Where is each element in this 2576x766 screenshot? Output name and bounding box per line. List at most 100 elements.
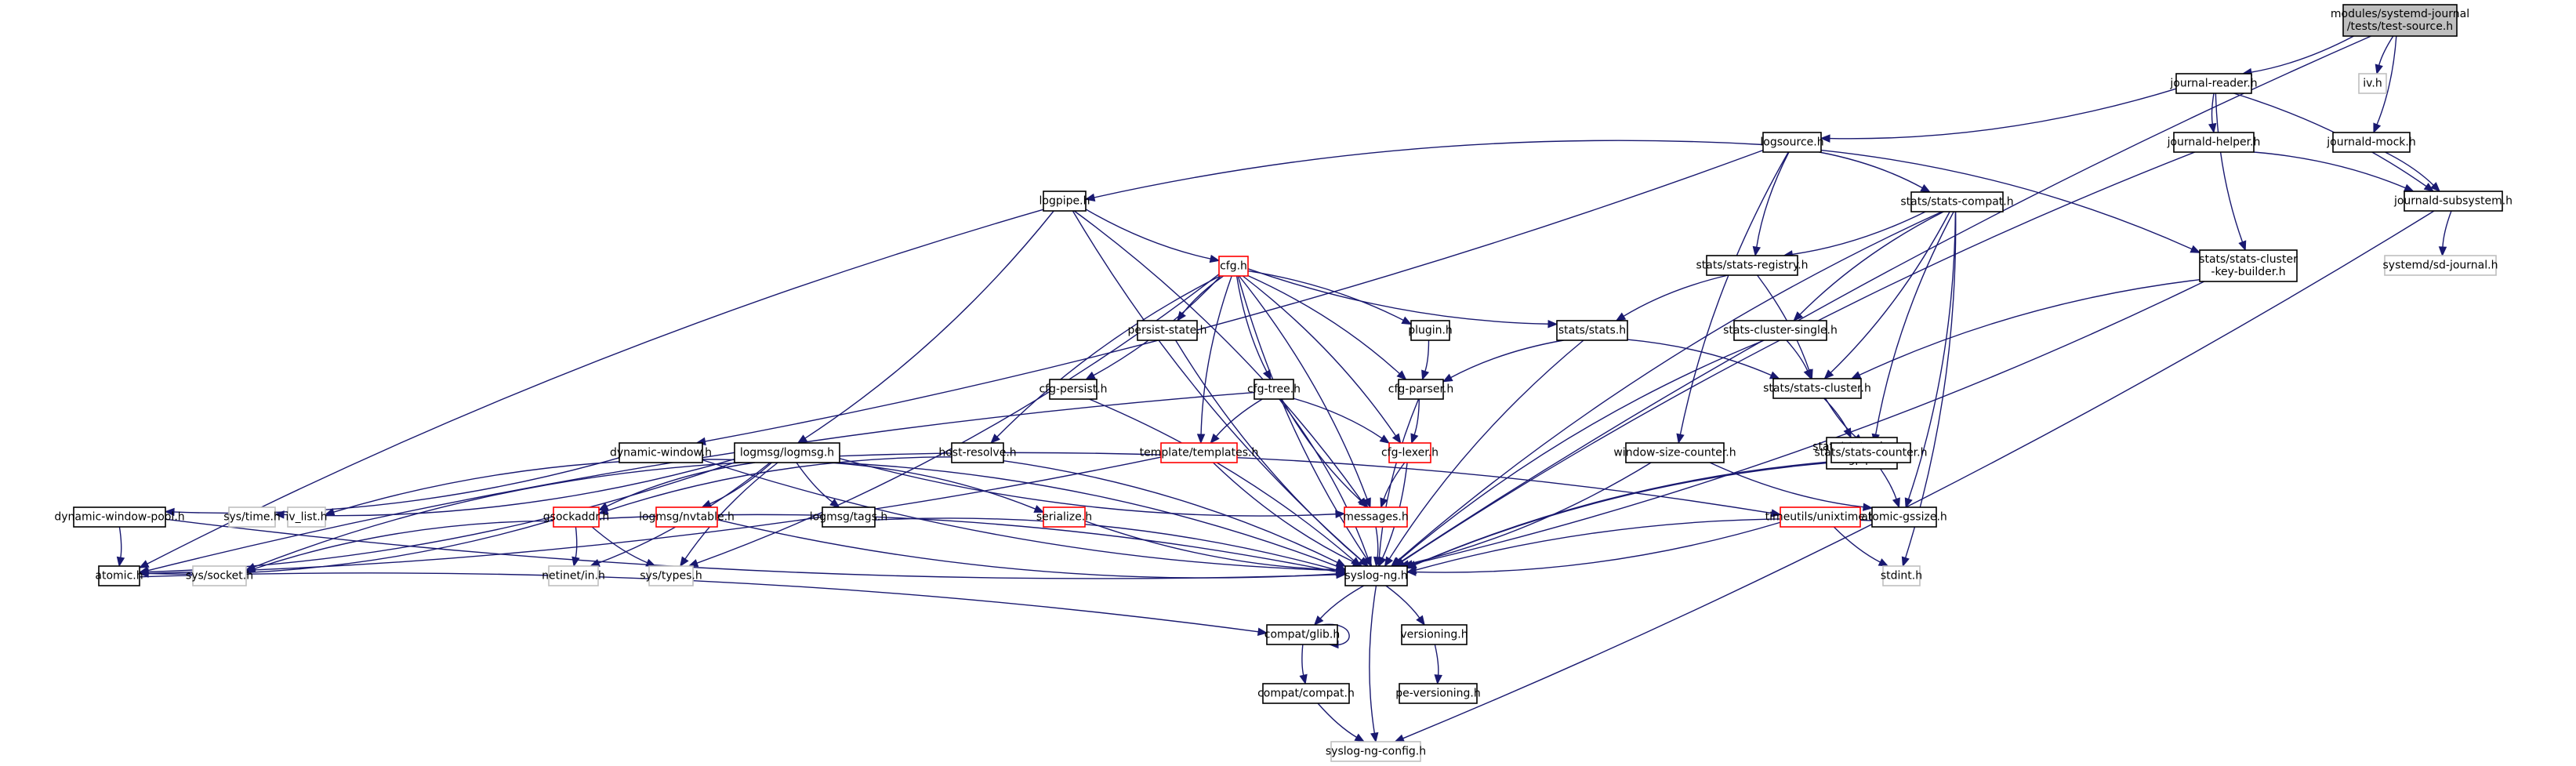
node-stats-cluster[interactable]: stats/stats-cluster.h xyxy=(1763,378,1871,399)
node-box xyxy=(548,565,599,586)
node-box xyxy=(951,442,1004,463)
node-nvtable[interactable]: logmsg/nvtable.h xyxy=(639,506,735,528)
node-dynamic-window[interactable]: dynamic-window.h xyxy=(610,442,712,463)
node-stats-cluster-key-builder[interactable]: stats/stats-cluster-key-builder.h xyxy=(2199,249,2298,282)
node-versioning[interactable]: versioning.h xyxy=(1400,624,1468,645)
edge-line xyxy=(1830,211,1950,374)
node-logsource[interactable]: logsource.h xyxy=(1760,132,1824,153)
node-pe-versioning[interactable]: pe-versioning.h xyxy=(1395,683,1481,704)
edge-cfg-to-messages xyxy=(1239,275,1371,509)
node-label: pe-versioning.h xyxy=(1395,688,1480,700)
node-tags[interactable]: logmsg/tags.h xyxy=(810,506,887,528)
edge-line xyxy=(1378,398,1420,559)
edge-line xyxy=(1874,211,1954,436)
edge-line xyxy=(2211,93,2215,125)
edge-line xyxy=(1622,274,1729,318)
edge-line xyxy=(1369,585,1377,735)
node-journald-subsystem[interactable]: journald-subsystem.h xyxy=(2393,191,2513,212)
edge-window-size-counter-to-atomic-gssize xyxy=(1709,462,1874,511)
edge-line xyxy=(1400,35,2371,563)
node-syslog-ng[interactable]: syslog-ng.h xyxy=(1344,565,1408,586)
node-logpipe[interactable]: logpipe.h xyxy=(1039,191,1090,212)
edge-stats-cluster-to-stats-cluster-logpipe xyxy=(1823,398,1852,439)
node-iv[interactable]: iv.h xyxy=(2358,73,2387,94)
edge-line xyxy=(1414,521,1781,573)
arrowhead-icon xyxy=(1878,558,1889,567)
node-atomic-gssize[interactable]: atomic-gssize.h xyxy=(1861,506,1947,528)
node-sys-socket[interactable]: sys/socket.h xyxy=(186,565,253,586)
edge-line xyxy=(1319,585,1365,620)
edge-line xyxy=(1385,585,1420,619)
node-messages[interactable]: messages.h xyxy=(1343,506,1409,528)
node-syslog-ng-config[interactable]: syslog-ng-config.h xyxy=(1326,741,1426,762)
edge-logmsg-to-sys-time xyxy=(274,458,735,519)
node-cfg-persist[interactable]: cfg-persist.h xyxy=(1039,379,1108,400)
edge-line xyxy=(146,209,1044,565)
node-box xyxy=(1266,624,1338,645)
node-cfg-parser[interactable]: cfg-parser.h xyxy=(1388,379,1454,400)
node-window-size-counter[interactable]: window-size-counter.h xyxy=(1613,442,1736,463)
node-label: stats/stats-compat.h xyxy=(1900,196,2013,209)
arrowhead-icon xyxy=(1379,434,1391,444)
edge-line xyxy=(1413,462,1832,566)
arrowhead-icon xyxy=(2190,245,2201,253)
edge-line xyxy=(1402,210,2435,739)
node-serialize[interactable]: serialize.h xyxy=(1036,506,1092,528)
edge-cfg-to-cfg-tree xyxy=(1235,275,1272,381)
node-sys-types[interactable]: sys/types.h xyxy=(640,565,702,586)
edge-journal-reader-to-journald-helper xyxy=(2208,93,2217,134)
edge-line xyxy=(2378,35,2394,67)
node-plugin[interactable]: plugin.h xyxy=(1408,320,1453,341)
node-host-resolve[interactable]: host-resolve.h xyxy=(938,442,1017,463)
node-test-source[interactable]: modules/systemd-journal/tests/test-sourc… xyxy=(2331,4,2469,37)
node-stats-counter[interactable]: stats/stats-counter.h xyxy=(1815,442,1928,463)
node-gsockaddr[interactable]: gsockaddr.h xyxy=(543,506,609,528)
node-label: journald-mock.h xyxy=(2326,136,2415,149)
edge-line xyxy=(606,456,952,512)
node-compat-glib[interactable]: compat/glib.h xyxy=(1264,624,1340,645)
edge-syslog-ng-to-syslog-ng-config xyxy=(1369,585,1379,743)
arrowhead-icon xyxy=(1354,733,1366,742)
edge-stats-compat-to-stats-cluster xyxy=(1823,211,1950,379)
node-stdint[interactable]: stdint.h xyxy=(1881,565,1922,586)
node-journald-mock[interactable]: journald-mock.h xyxy=(2326,132,2416,153)
node-cfg[interactable]: cfg.h xyxy=(1218,256,1249,277)
node-atomic[interactable]: atomic.h xyxy=(95,565,143,586)
node-cfg-tree[interactable]: cfg-tree.h xyxy=(1247,379,1301,400)
node-box xyxy=(648,565,694,586)
node-compat-compat[interactable]: compat/compat.h xyxy=(1257,683,1355,704)
node-box xyxy=(2404,191,2503,212)
node-journald-helper[interactable]: journald-helper.h xyxy=(2167,132,2261,153)
node-stats-registry[interactable]: stats/stats-registry.h xyxy=(1696,255,1809,276)
node-stats-cluster-single[interactable]: stats-cluster-single.h xyxy=(1723,320,1838,341)
node-logmsg[interactable]: logmsg/logmsg.h xyxy=(734,442,840,463)
node-label: gsockaddr.h xyxy=(543,511,609,524)
arrowhead-icon xyxy=(2375,64,2383,75)
node-iv-list[interactable]: iv_list.h xyxy=(285,506,328,528)
arrowhead-icon xyxy=(1901,556,1910,568)
edge-line xyxy=(1791,211,1926,256)
node-stats-stats[interactable]: stats/stats.h xyxy=(1556,320,1628,341)
arrowhead-icon xyxy=(1210,433,1220,445)
edge-cfg-to-cfg-lexer xyxy=(1242,275,1402,445)
node-cfg-lexer[interactable]: cfg-lexer.h xyxy=(1381,442,1439,463)
node-sd-journal[interactable]: systemd/sd-journal.h xyxy=(2383,255,2498,276)
node-label: cfg-tree.h xyxy=(1247,383,1301,396)
node-journal-reader[interactable]: journal-reader.h xyxy=(2169,73,2258,94)
node-netinet-in[interactable]: netinet/in.h xyxy=(542,565,605,586)
arrowhead-icon xyxy=(164,507,175,517)
edge-journal-reader-to-stats-cluster-key-builder xyxy=(2215,93,2247,252)
node-box xyxy=(228,506,276,528)
node-persist-state[interactable]: persist-state.h xyxy=(1127,320,1207,341)
node-templates[interactable]: template/templates.h xyxy=(1140,442,1259,463)
edge-line xyxy=(1413,398,1420,436)
edge-line xyxy=(2250,35,2354,74)
node-stats-compat[interactable]: stats/stats-compat.h xyxy=(1900,191,2014,212)
node-sys-time[interactable]: sys/time.h xyxy=(223,506,281,528)
node-unixtime[interactable]: timeutils/unixtime.h xyxy=(1765,506,1876,528)
node-label: dynamic-window.h xyxy=(610,447,712,459)
edge-cfg-to-stats-stats xyxy=(1247,268,1558,329)
node-label: logmsg/logmsg.h xyxy=(740,447,834,459)
edge-line xyxy=(709,462,772,505)
node-dynamic-window-pool[interactable]: dynamic-window-pool.h xyxy=(54,506,185,528)
